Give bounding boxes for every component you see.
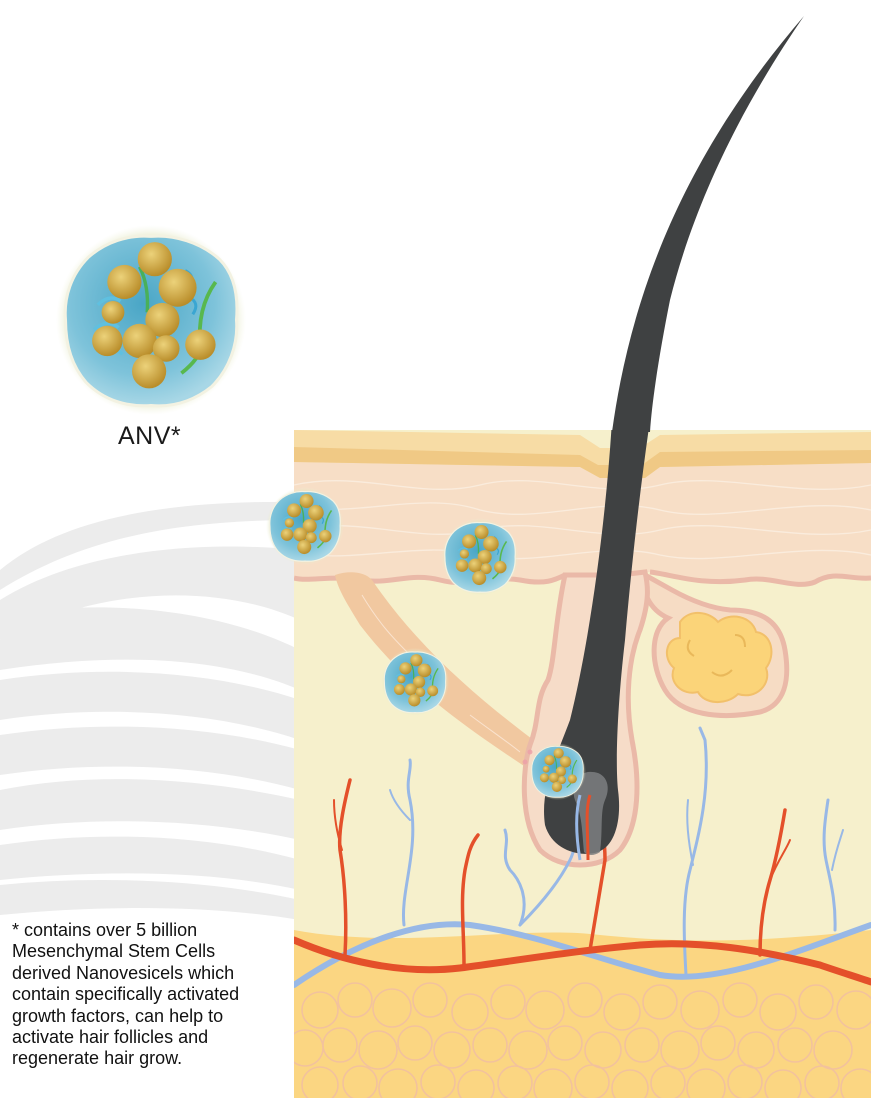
nanovesicle-epidermis-1 — [265, 486, 345, 566]
anv-label: ANV* — [118, 422, 182, 450]
nanovesicle-muscle — [380, 647, 450, 717]
arteries — [294, 778, 871, 986]
hair-shaft — [612, 16, 804, 432]
epidermis-layer — [294, 430, 871, 478]
footnote-line: regenerate hair grow. — [12, 1048, 183, 1069]
sebaceous-gland — [665, 612, 773, 703]
footnote-line: derived Nanovesicels which — [12, 962, 235, 983]
nanovesicle-enlarged — [54, 223, 248, 417]
footnote-line: activate hair follicles and — [12, 1027, 209, 1048]
footnote-text: * contains over 5 billion Mesenchymal St… — [12, 920, 294, 1070]
dermal-papilla — [573, 771, 608, 855]
background-swooshes — [0, 501, 300, 920]
blood-vessels — [294, 726, 871, 988]
footnote-line: growth factors, can help to — [12, 1005, 224, 1026]
fat-cells — [294, 982, 871, 1098]
nanovesicle-epidermis-2 — [440, 517, 520, 597]
footnote-line: contain specifically activated — [12, 984, 240, 1005]
skin-cross-section — [294, 430, 871, 1098]
footnote-line: * contains over 5 billion — [12, 920, 198, 940]
nanovesicle-follicle — [528, 742, 587, 801]
footnote-line: Mesenchymal Stem Cells — [12, 941, 216, 962]
dermis-texture — [294, 480, 871, 560]
